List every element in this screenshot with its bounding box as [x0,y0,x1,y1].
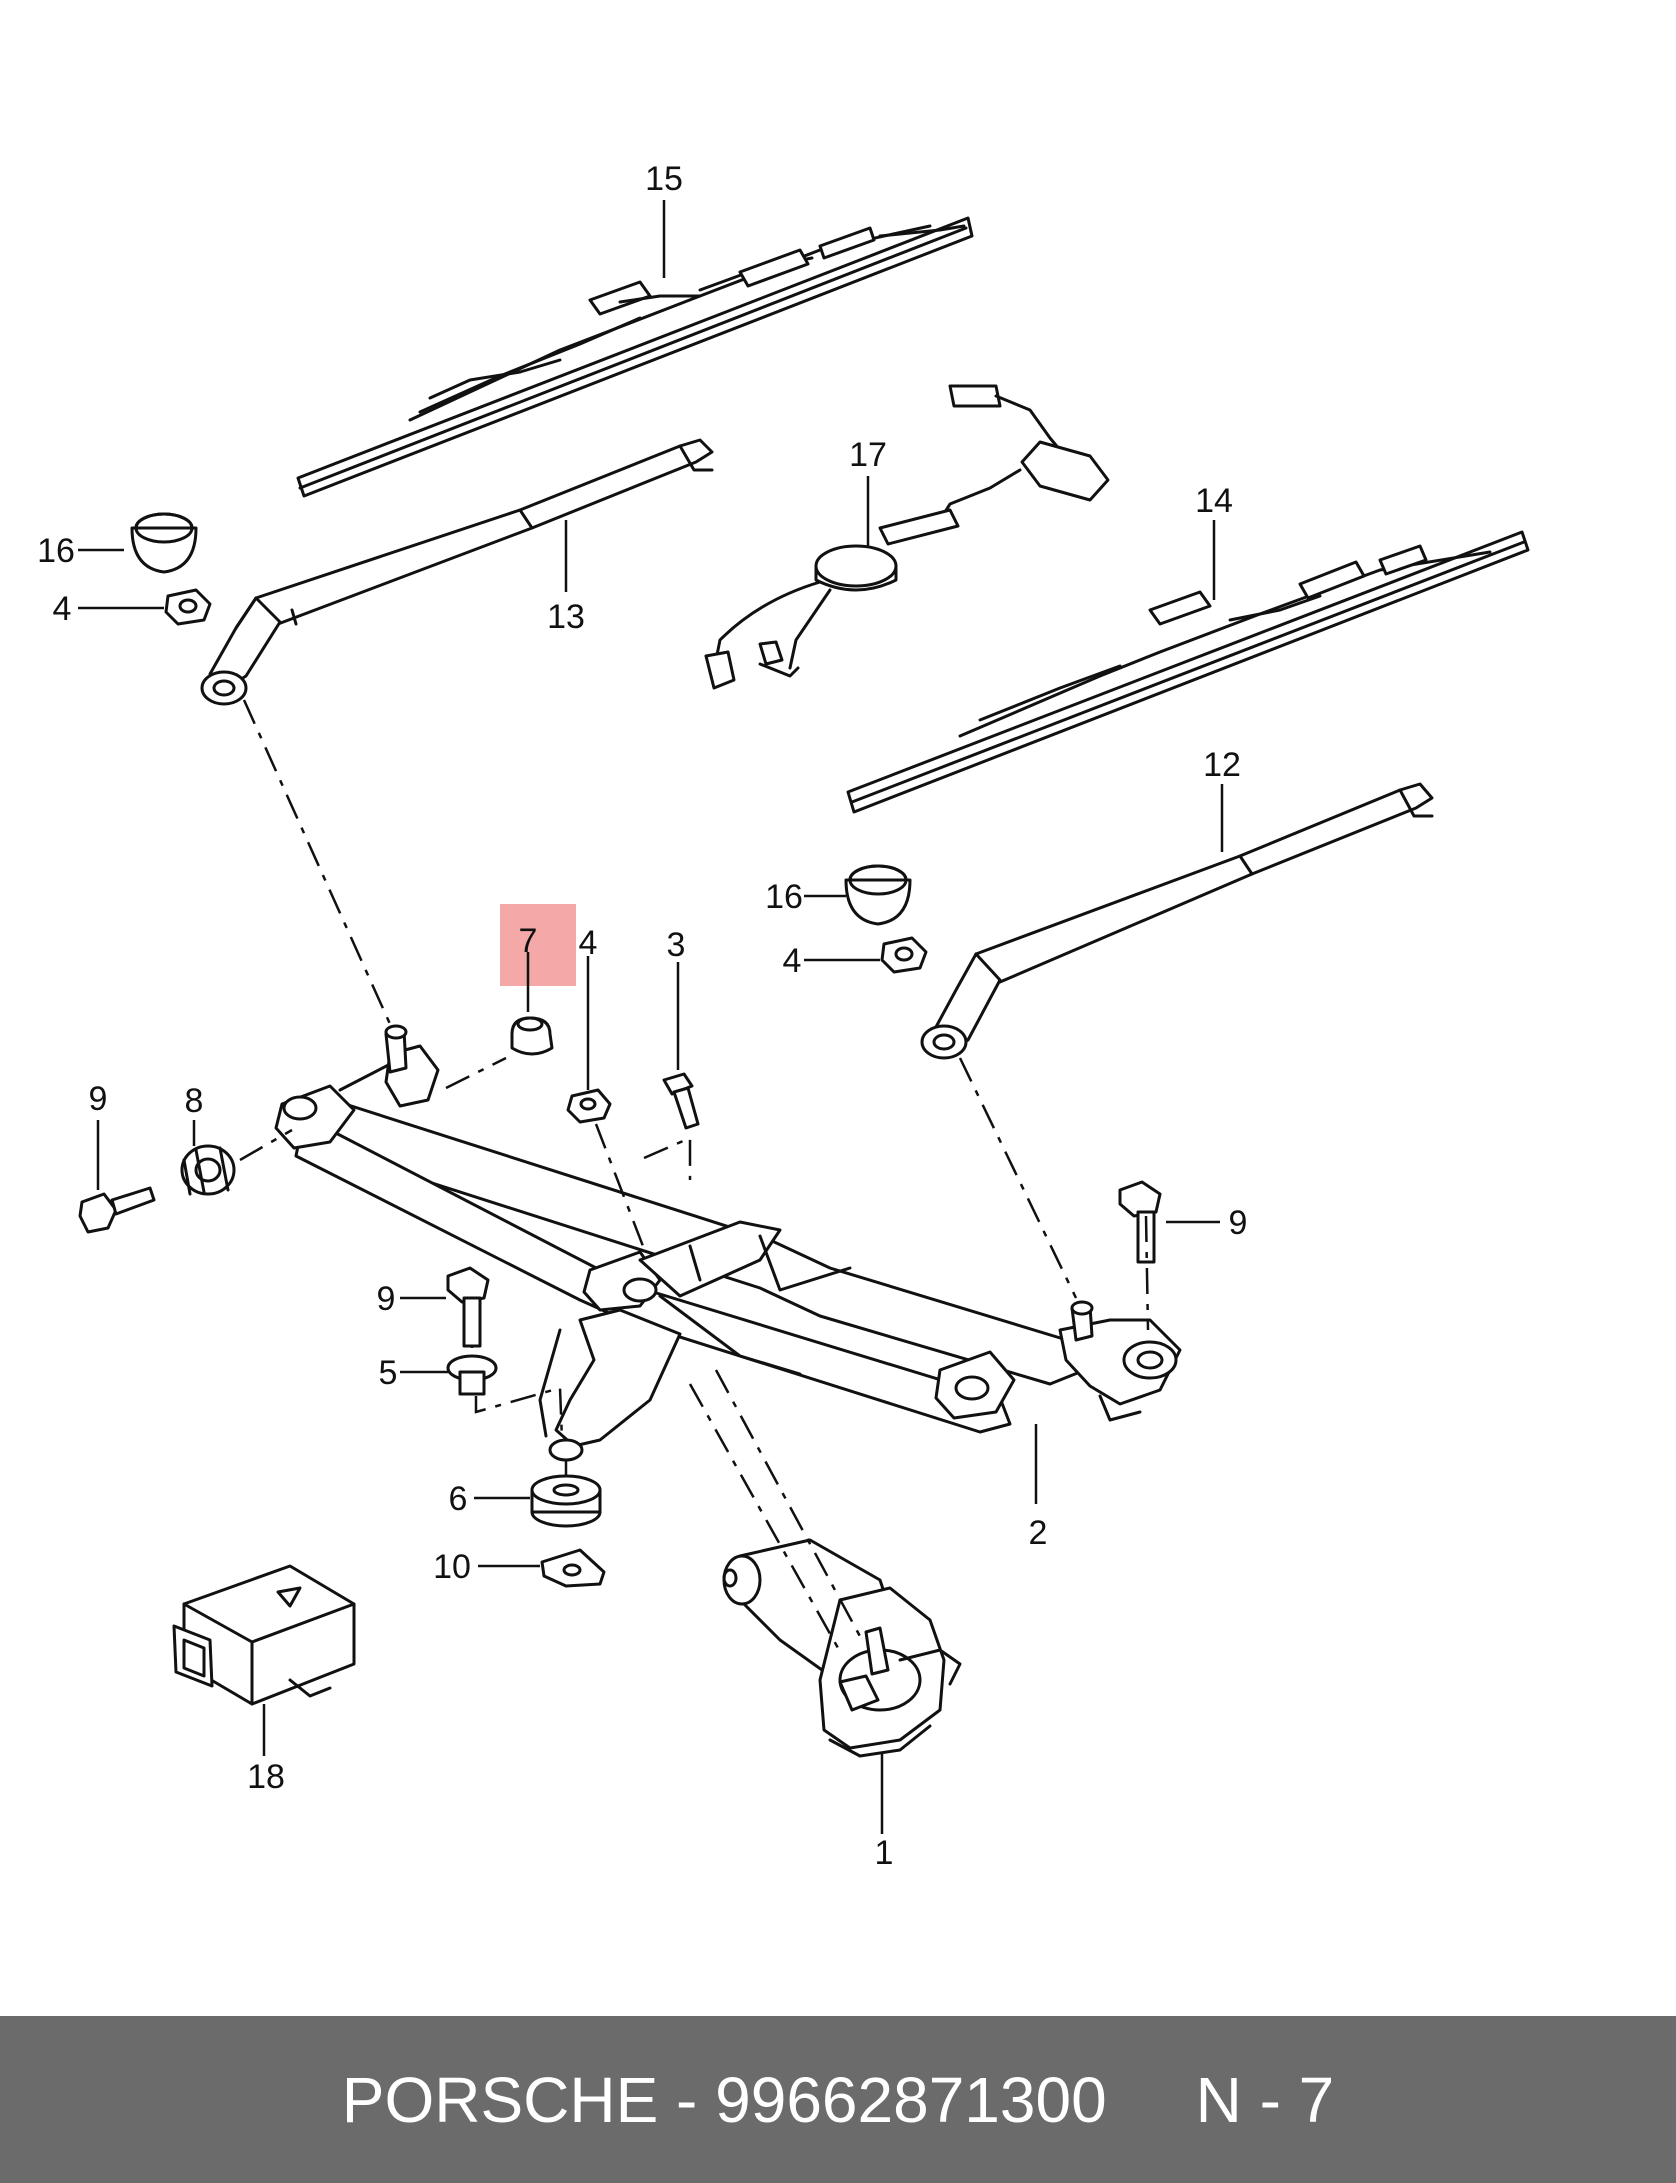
cap-16-left[interactable] [130,512,198,574]
callout-8[interactable]: 8 [185,1082,204,1120]
wiper-arm-12[interactable] [920,782,1434,1060]
grommet-8[interactable] [180,1144,236,1196]
control-unit-18[interactable] [172,1564,356,1706]
callout-1[interactable]: 1 [875,1834,894,1872]
cap-16-right[interactable] [844,864,912,926]
callout-18[interactable]: 18 [247,1758,285,1796]
wiper-blade-15[interactable] [296,216,974,498]
callout-9-right[interactable]: 9 [1229,1204,1248,1242]
part-number: 99662871300 [715,2063,1107,2136]
wiper-arm-13[interactable] [200,438,714,706]
callout-14[interactable]: 14 [1195,482,1233,520]
callout-9-left[interactable]: 9 [89,1080,108,1118]
callouts: 15 16 4 13 17 14 12 16 4 7 4 3 9 8 9 9 5… [37,160,1247,1872]
screw-3[interactable] [662,1072,700,1130]
callout-4-left[interactable]: 4 [53,590,72,628]
callout-7[interactable]: 7 [519,922,538,960]
wiper-linkage-2[interactable] [274,1024,1182,1462]
callout-9-middle[interactable]: 9 [377,1280,396,1318]
screw-9-left[interactable] [78,1186,156,1234]
assembly-lines [239,699,1150,1649]
callout-15[interactable]: 15 [645,160,683,198]
leader-lines [78,200,1224,1834]
callout-7-highlight [500,904,576,986]
callout-6[interactable]: 6 [449,1480,468,1518]
callout-17[interactable]: 17 [849,436,887,474]
callout-2[interactable]: 2 [1029,1514,1048,1552]
wiper-motor-1[interactable] [722,1538,962,1758]
footer-bar: PORSCHE - 99662871300 N - 7 [0,2016,1676,2183]
footer-separator: - [658,2063,716,2136]
callout-10[interactable]: 10 [433,1548,471,1586]
cap-7[interactable] [510,1016,554,1056]
footer-gap [1107,2063,1196,2137]
callout-3[interactable]: 3 [667,926,686,964]
callout-12[interactable]: 12 [1203,746,1241,784]
callout-16-right[interactable]: 16 [765,878,803,916]
callout-5[interactable]: 5 [379,1354,398,1392]
washer-hose-17[interactable] [704,384,1110,690]
grommet-6[interactable] [530,1474,602,1528]
screw-9-right[interactable] [1118,1180,1162,1264]
footer-caption: PORSCHE - 99662871300 N - 7 [342,2063,1335,2137]
nut-4-left[interactable] [164,588,212,626]
nut-4-right[interactable] [880,936,928,974]
callout-16-left[interactable]: 16 [37,532,75,570]
screw-9-middle[interactable] [446,1266,490,1348]
callout-4-center[interactable]: 4 [579,924,598,962]
parts-diagram: 15 16 4 13 17 14 12 16 4 7 4 3 9 8 9 9 5… [37,160,1530,1872]
brand-name: PORSCHE [341,2063,659,2136]
diagram-reference: N - 7 [1195,2063,1335,2136]
nut-4-center[interactable] [566,1088,612,1124]
callout-13[interactable]: 13 [547,598,585,636]
clip-10[interactable] [540,1548,606,1588]
wiper-blade-14[interactable] [846,530,1530,814]
washer-5[interactable] [446,1354,498,1396]
callout-4-right[interactable]: 4 [783,942,802,980]
